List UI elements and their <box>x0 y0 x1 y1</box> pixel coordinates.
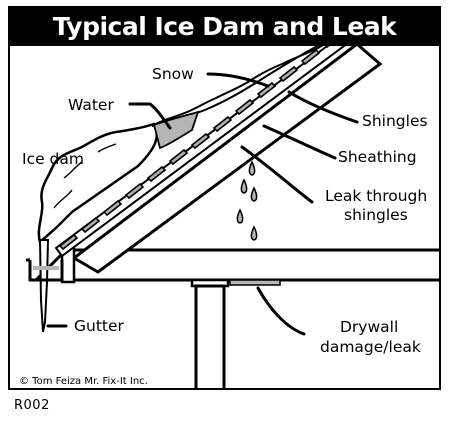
water-drops <box>236 160 258 241</box>
shingles-label: Shingles <box>362 112 428 130</box>
sheathing-label: Sheathing <box>338 148 417 166</box>
water-label: Water <box>68 96 114 114</box>
water-pointer <box>128 102 172 130</box>
gutter-label: Gutter <box>74 317 125 335</box>
shingles-pointer <box>287 90 359 124</box>
wall-stud <box>194 284 226 388</box>
title-bar: Typical Ice Dam and Leak <box>10 8 439 46</box>
ice-dam-diagram: Snow Water Ice dam Shingles Sheathing Le… <box>19 30 439 388</box>
drywall-pointer <box>256 286 306 336</box>
drywall-label-line2: damage/leak <box>320 338 421 356</box>
figure-code: R002 <box>14 398 50 413</box>
ice-dam-label: Ice dam <box>22 150 84 168</box>
gutter <box>26 258 64 282</box>
sheathing-pointer <box>262 124 337 160</box>
snow-label: Snow <box>152 65 194 83</box>
drywall-damage <box>229 279 281 286</box>
copyright-text: © Tom Feiza Mr. Fix-It Inc. <box>19 376 148 387</box>
water-pool <box>152 110 200 150</box>
leak-label-line1: Leak through <box>325 187 427 205</box>
icicle <box>38 239 50 333</box>
leak-label-line2: shingles <box>344 206 408 224</box>
snow-pointer <box>206 72 270 88</box>
leak-pointer <box>240 145 314 204</box>
drywall-label-line1: Drywall <box>340 318 398 336</box>
illustration-frame: Snow Water Ice dam Shingles Sheathing Le… <box>8 6 441 390</box>
diagram-title: Typical Ice Dam and Leak <box>52 12 397 41</box>
